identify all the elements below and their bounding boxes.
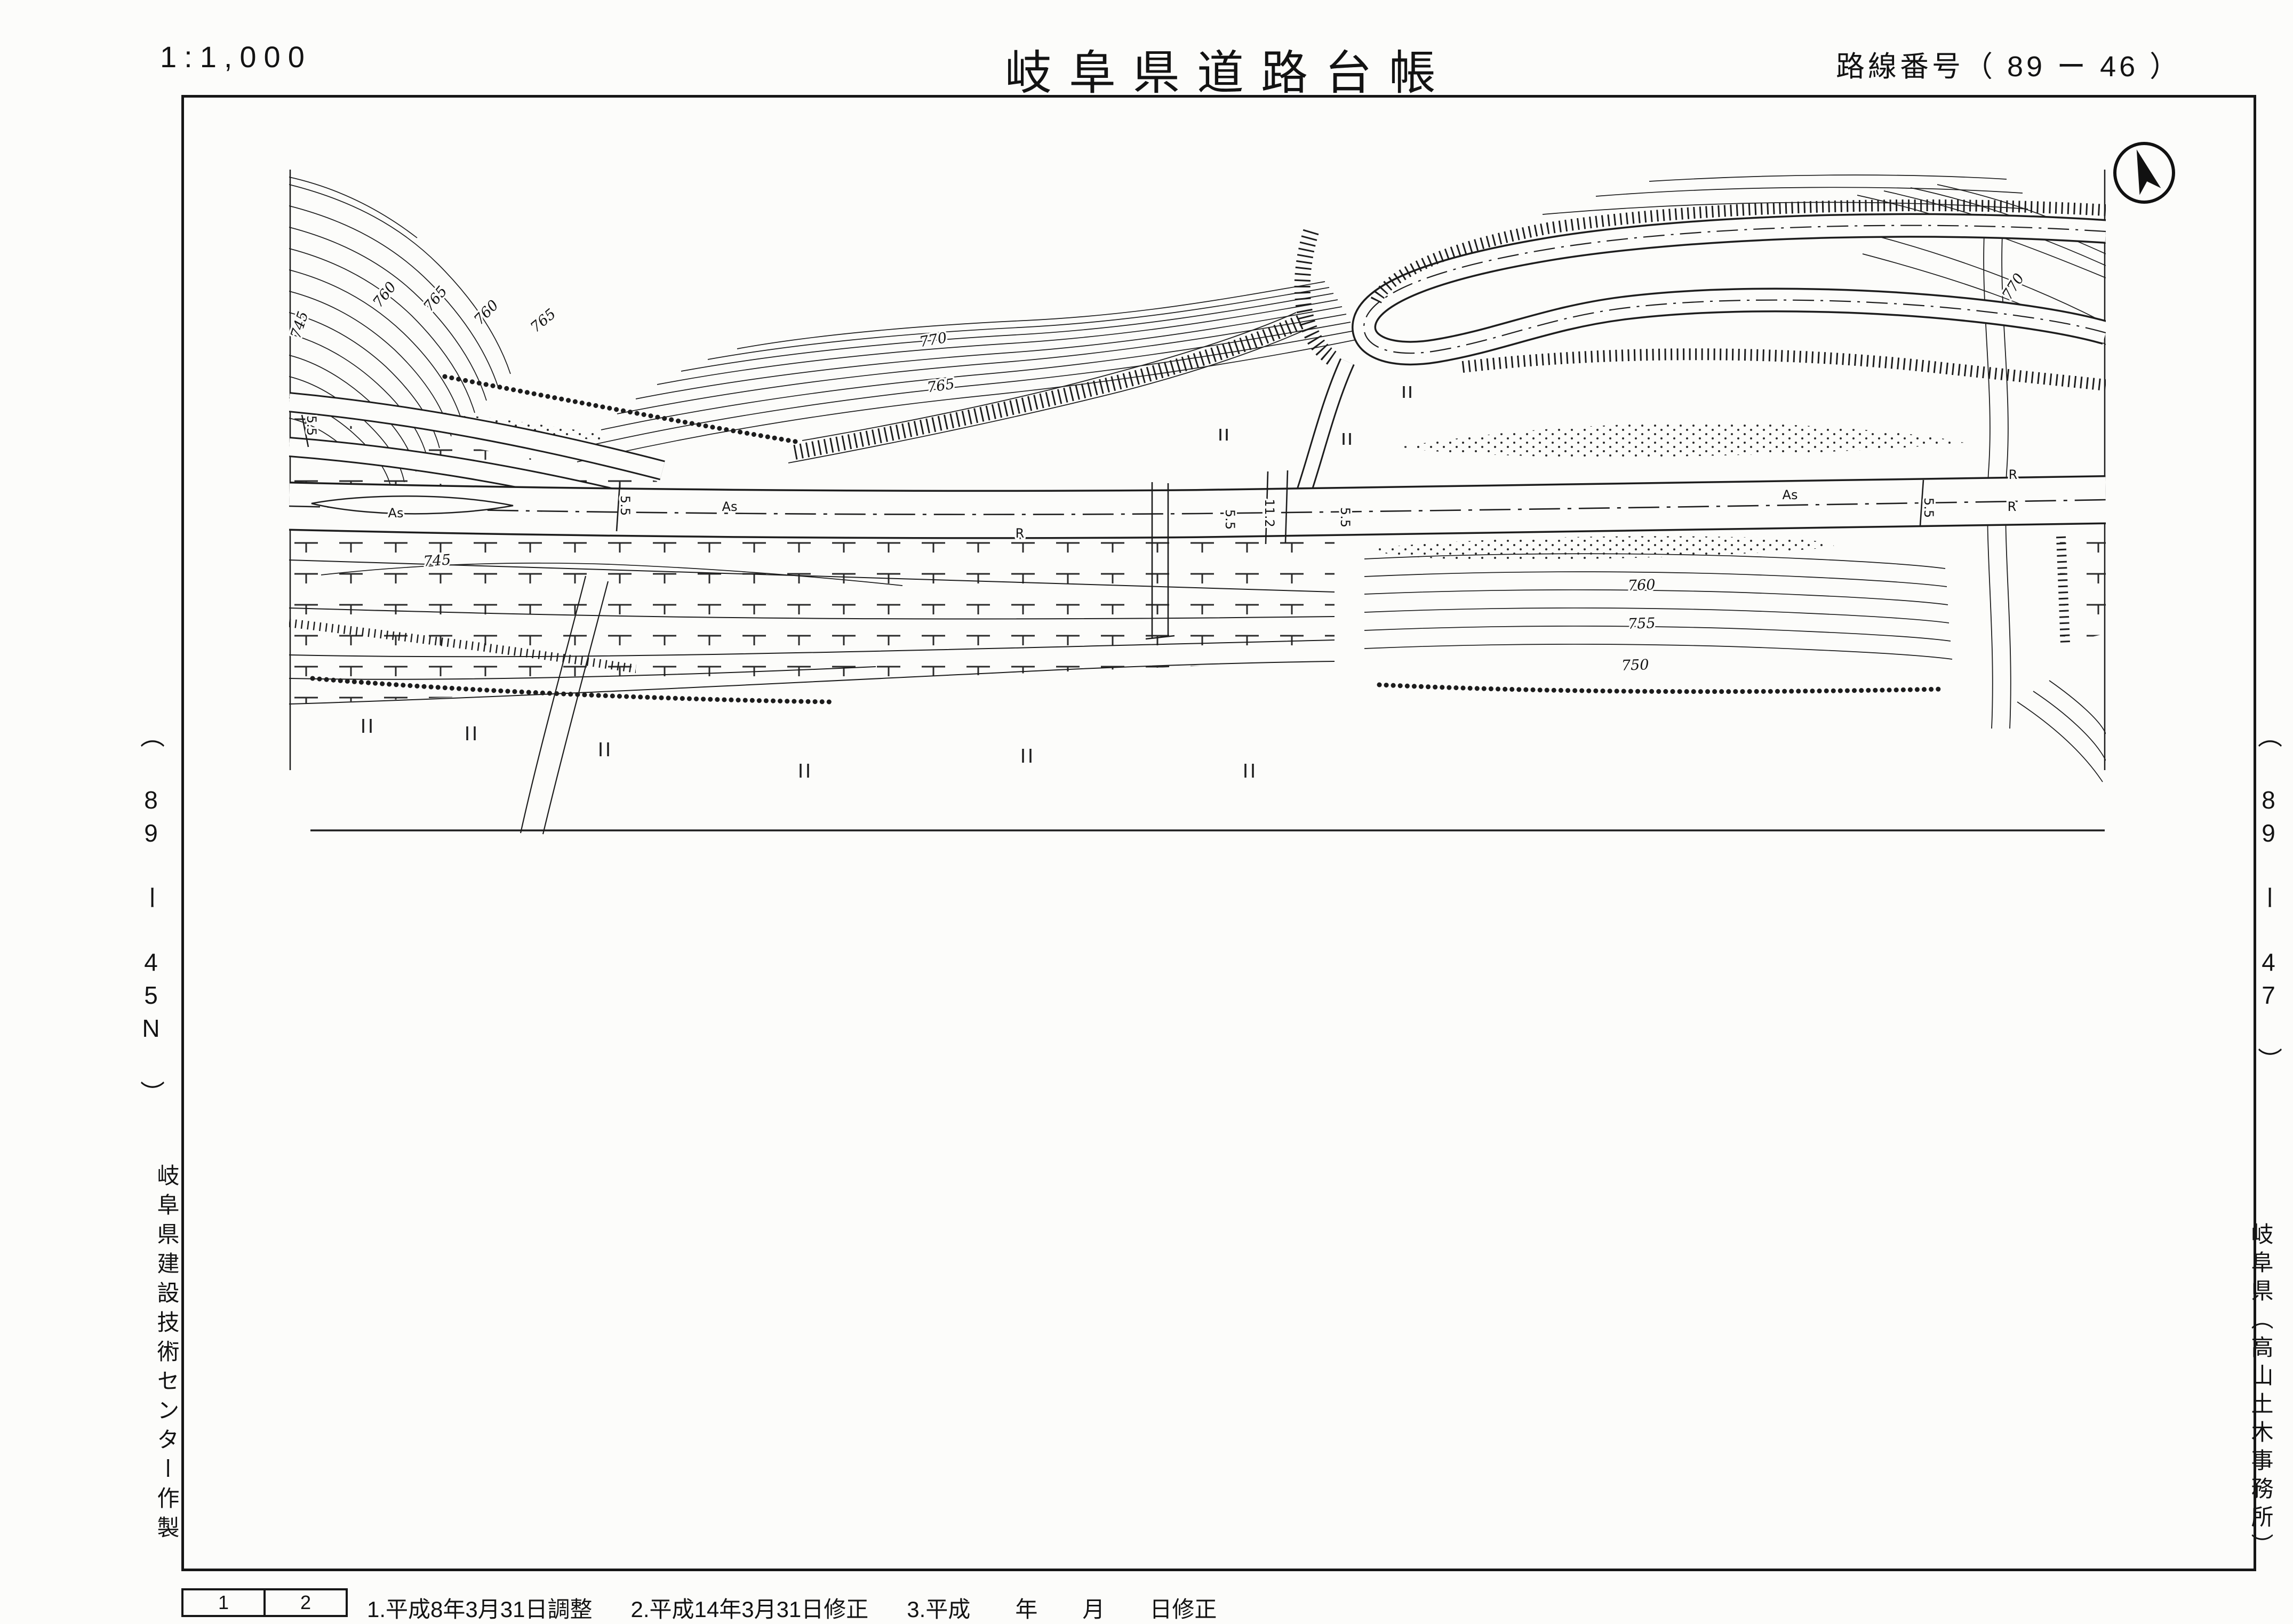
revision-note-3: 3.平成 年 月 日修正 xyxy=(907,1597,1217,1622)
crossing-track xyxy=(520,575,609,835)
map-annotation-label: 765 xyxy=(528,306,559,336)
slope-hatch-flanks xyxy=(788,312,1306,463)
embankment-hatch-lower-left xyxy=(289,619,637,673)
route-number-label: 路線番号（ 89 ー 46 ） xyxy=(1836,51,2182,83)
revision-note-1: 1.平成8年3月31日調整 xyxy=(367,1597,593,1622)
contour-lines-lower-right xyxy=(2017,680,2106,782)
revision-history: 1.平成8年3月31日調整 2.平成14年3月31日修正 3.平成 年 月 日修… xyxy=(367,1591,1217,1624)
map-annotation-label: R xyxy=(2008,499,2017,514)
map-annotation-label: As xyxy=(722,499,738,514)
bridge-structures xyxy=(301,414,1924,640)
stone-wall-rows xyxy=(310,374,1945,705)
page-title: 岐阜県道路台帳 xyxy=(1005,46,1453,99)
map-annotation-label: 770 xyxy=(918,330,948,350)
contour-lines-top-right xyxy=(1542,174,2028,215)
sheet-cell-1: 1 xyxy=(218,1591,229,1613)
map-annotation-label: 760 xyxy=(471,297,502,329)
map-annotation-label: 750 xyxy=(1621,657,1649,674)
map-annotation-label: As xyxy=(1783,487,1798,502)
main-road xyxy=(289,475,2106,539)
map-annotation-label: 760 xyxy=(1627,577,1656,594)
stream-lines xyxy=(1983,213,2011,729)
north-arrow-icon xyxy=(2111,140,2177,206)
contour-lines-right-middle xyxy=(1364,553,1953,660)
map-scale-label: 1:1,000 xyxy=(160,40,312,74)
contour-lines-top xyxy=(577,281,1359,462)
map-annotation-label: 755 xyxy=(1627,615,1656,633)
boundary-marks xyxy=(362,386,1411,778)
revision-note-2: 2.平成14年3月31日修正 xyxy=(630,1597,869,1622)
map-annotation-label: 745 xyxy=(289,309,312,341)
hairpin-road xyxy=(1352,213,2106,366)
map-annotation-label: 765 xyxy=(420,283,451,315)
map-annotation-label: 5.5 xyxy=(1338,507,1353,527)
sheet-frame xyxy=(181,95,2256,1571)
slope-hatching xyxy=(793,199,2106,644)
office-credit: 岐阜県（高山土木事務所） xyxy=(2248,1222,2273,1562)
map-annotation-label: R xyxy=(1016,526,1025,541)
map-annotation-label: 5.5 xyxy=(304,415,319,436)
branch-road xyxy=(1296,358,1355,495)
map-annotation-label: 5.5 xyxy=(1921,498,1936,518)
map-annotation-label: As xyxy=(388,506,404,521)
roadside-symbol-bands xyxy=(289,415,2106,704)
sheet-number-table: 1 2 xyxy=(181,1588,348,1617)
map-annotation-label: R xyxy=(2009,467,2018,482)
road-map-drawing: 745760765760765770765770745760755750AsAs… xyxy=(289,170,2106,835)
map-annotation-label: 5.5 xyxy=(618,495,633,516)
map-annotation-label: 745 xyxy=(423,551,452,570)
map-annotation-label: 5.5 xyxy=(1223,509,1237,530)
sheet-cell-2: 2 xyxy=(263,1590,346,1615)
adjacent-sheet-left-label: （ 89 ー 45N ） xyxy=(137,723,165,1110)
adjacent-sheet-right-label: （ 89 ー 47 ） xyxy=(2255,723,2282,1077)
map-annotation-label: 11.2 xyxy=(1262,499,1277,527)
producer-credit: 岐阜県建設技術センター作製 xyxy=(154,1164,179,1545)
map-annotation-label: 760 xyxy=(370,279,400,311)
median-island xyxy=(311,495,514,515)
map-annotation-label: 765 xyxy=(926,376,955,396)
